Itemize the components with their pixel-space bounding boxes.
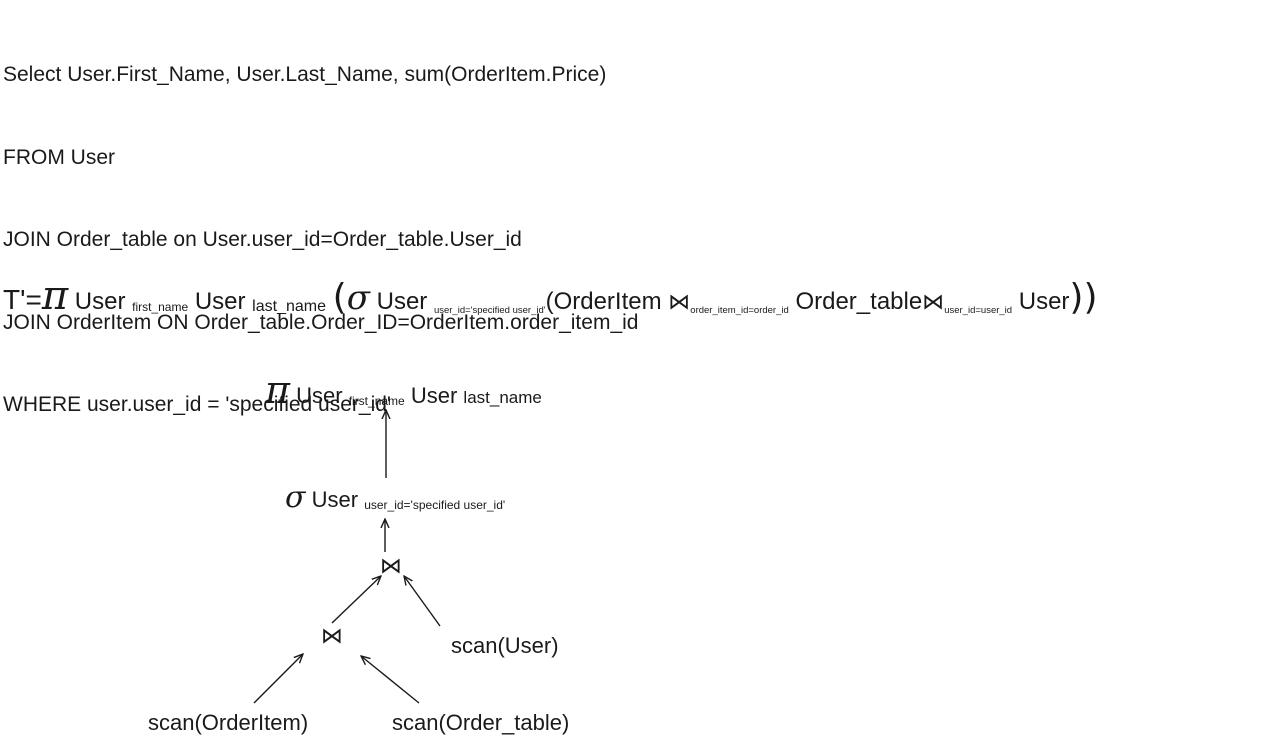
sql-query: Select User.First_Name, User.Last_Name, … bbox=[3, 6, 638, 446]
sql-line: FROM User bbox=[3, 145, 115, 169]
projection-relation: User bbox=[296, 383, 343, 408]
edge-scanuser-to-topjoin bbox=[404, 576, 441, 627]
tree-join-bottom: ⋈ bbox=[321, 624, 343, 649]
join-symbol: ⋈ bbox=[668, 290, 691, 315]
sql-line: Select User.First_Name, User.Last_Name, … bbox=[3, 63, 607, 86]
sql-line: WHERE user.user_id = 'specified user_id' bbox=[3, 393, 391, 416]
selection-condition: user_id='specified user_id' bbox=[364, 498, 506, 512]
tree-scan-user: scan(User) bbox=[451, 633, 559, 658]
sql-line: JOIN OrderItem ON Order_table.Order_ID=O… bbox=[3, 310, 639, 334]
projection-attribute: first_name bbox=[348, 394, 405, 408]
close-parens: )) bbox=[1069, 277, 1098, 318]
sigma-symbol: σ bbox=[346, 278, 370, 318]
relation-orderitem: OrderItem bbox=[553, 288, 662, 315]
edge-scanorderitem-to-lowerjoin bbox=[253, 654, 303, 704]
pi-symbol: π bbox=[41, 273, 69, 319]
relation-order-table: Order_table bbox=[795, 288, 923, 315]
tree-projection-node: π User first_name User last_name bbox=[265, 371, 542, 417]
sigma-symbol: σ bbox=[285, 480, 306, 515]
tree-join-top: ⋈ bbox=[380, 554, 402, 579]
projection-relation: User bbox=[410, 383, 458, 408]
selection-relation: User bbox=[376, 288, 428, 315]
pi-symbol: π bbox=[265, 368, 290, 412]
join-condition: user_id=user_id bbox=[944, 305, 1013, 316]
sql-line: JOIN Order_table on User.user_id=Order_t… bbox=[3, 228, 522, 251]
projection-relation: User bbox=[74, 288, 126, 315]
relation-user: User bbox=[1018, 288, 1070, 315]
join-symbol: ⋈ bbox=[922, 290, 945, 315]
edge-lowerjoin-to-topjoin bbox=[331, 576, 381, 624]
projection-attribute: last_name bbox=[252, 298, 326, 315]
tree-scan-order-table: scan(Order_table) bbox=[392, 710, 570, 735]
join-condition: order_item_id=order_id bbox=[690, 305, 789, 316]
projection-relation: User bbox=[194, 288, 246, 315]
selection-condition: user_id='specified user_id' bbox=[433, 305, 546, 316]
relational-algebra-expression: T'=π User first_name User last_name (σ U… bbox=[3, 272, 1098, 335]
tree-scan-orderitem: scan(OrderItem) bbox=[148, 710, 309, 735]
tree-selection-node: σ User user_id='specified user_id' bbox=[285, 482, 505, 521]
projection-attribute: last_name bbox=[463, 388, 542, 407]
open-paren: ( bbox=[332, 277, 347, 318]
inner-open-paren: ( bbox=[545, 288, 554, 315]
selection-relation: User bbox=[311, 487, 359, 512]
edge-scanordertable-to-lowerjoin bbox=[361, 656, 420, 704]
projection-attribute: first_name bbox=[132, 300, 189, 314]
expression-prefix: T'= bbox=[3, 284, 42, 315]
